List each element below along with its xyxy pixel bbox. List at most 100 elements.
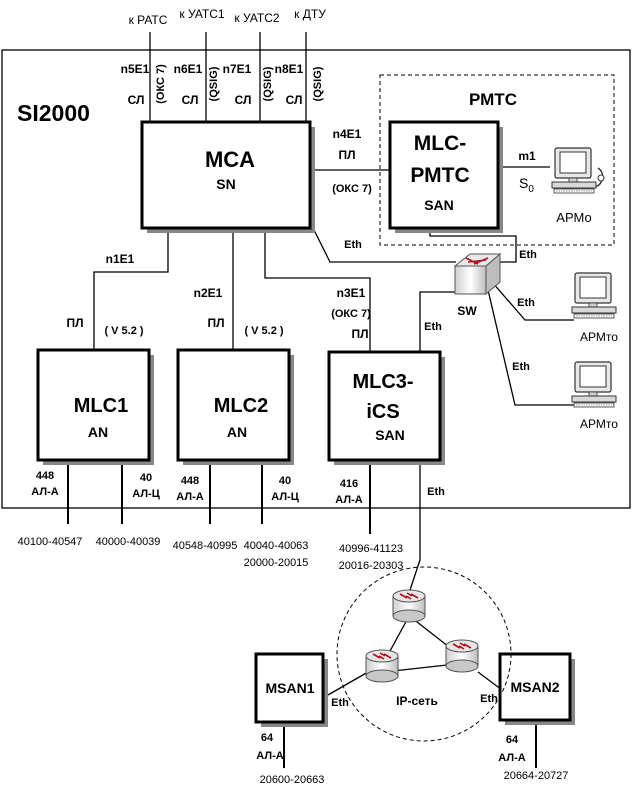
n4-channel: n4E1 xyxy=(333,127,362,141)
mlc2-channel: n2E1 xyxy=(194,286,223,300)
mlc1-sub1-count: 448 xyxy=(36,470,54,482)
msan1-name: MSAN1 xyxy=(265,680,314,696)
mlc-rmts-type: SAN xyxy=(424,197,454,213)
trunk-dest-dtu: к ДТУ xyxy=(294,7,326,21)
arm-terminal-2-computer-icon[interactable] xyxy=(571,361,617,408)
trunk-ch-n8: n8E1 xyxy=(275,62,304,76)
mlc2-protocol: ( V 5.2 ) xyxy=(244,325,283,337)
mlc1-sub1-type: АЛ-А xyxy=(31,486,58,498)
mlc1-sub2-count: 40 xyxy=(140,472,152,484)
trunk-dest-uats1: к УАТС1 xyxy=(179,7,224,21)
trunk-type-n7: СЛ xyxy=(235,93,252,107)
mlc3-signalling: (ОКС 7) xyxy=(331,308,371,320)
connection-lines xyxy=(67,32,574,768)
n4-type: ПЛ xyxy=(338,148,355,162)
msan2-range: 20664-20727 xyxy=(504,770,569,782)
s0-label: S0 xyxy=(519,175,534,195)
trunk-sig-n5: (ОКС 7) xyxy=(155,64,167,104)
system-title: SI2000 xyxy=(17,100,90,126)
mlc1-channel: n1E1 xyxy=(106,252,135,266)
mlc2-sub2-count: 40 xyxy=(279,475,291,487)
arm-terminal-1-computer-icon[interactable] xyxy=(571,272,617,319)
ip-network-label: IP-сеть xyxy=(396,694,438,708)
ip-network-cloud xyxy=(336,566,512,742)
mlc2-line-type: ПЛ xyxy=(207,316,224,330)
mlc1-block[interactable] xyxy=(36,348,151,462)
trunk-type-n8: СЛ xyxy=(286,93,303,107)
msan1-eth-label: Eth xyxy=(331,697,349,709)
n4-signalling: (ОКС 7) xyxy=(332,183,372,195)
msan2-name: MSAN2 xyxy=(510,679,559,695)
msan2-sub-count: 64 xyxy=(506,734,519,746)
mlc1-line-type: ПЛ xyxy=(66,316,83,330)
mlc1-type: AN xyxy=(88,424,108,440)
trunk-type-n5: СЛ xyxy=(128,93,145,107)
mlc-rmts-name-line2: РМТС xyxy=(410,164,469,187)
mlc3-sub-count: 416 xyxy=(340,478,358,490)
msan2-eth-label: Eth xyxy=(480,693,498,705)
mlc1-name: MLC1 xyxy=(74,395,128,417)
trunk-dest-rats: к РАТС xyxy=(129,13,168,27)
trunk-dest-uats2: к УАТС2 xyxy=(234,11,279,25)
mca-name: MCA xyxy=(205,147,255,172)
msan1-sub-type: АЛ-А xyxy=(256,750,283,762)
trunk-sig-n6: (QSIG) xyxy=(208,66,220,101)
trunk-ch-n5: n5E1 xyxy=(121,62,150,76)
mlc3-name-line1: MLC3- xyxy=(352,371,413,393)
msan1-sub-count: 64 xyxy=(261,732,274,744)
mlc3-channel: n3E1 xyxy=(337,286,366,300)
mlc2-range2-line1: 40040-40063 xyxy=(244,540,309,552)
trunk-sig-n7: (QSIG) xyxy=(262,66,274,101)
mlc2-sub1-type: АЛ-А xyxy=(176,491,203,503)
arm-operator-computer-icon[interactable] xyxy=(551,147,605,194)
switch-eth-arm2: Eth xyxy=(512,361,530,373)
trunk-ch-n7: n7E1 xyxy=(223,62,252,76)
router-top-icon[interactable] xyxy=(392,589,426,623)
mlc2-sub1-count: 448 xyxy=(181,475,199,487)
trunk-sig-n8: (QSIG) xyxy=(312,66,324,101)
mlc3-eth-label: Eth xyxy=(427,486,445,498)
si2000-frame xyxy=(1,49,631,509)
mlc-rmts-block[interactable] xyxy=(388,120,500,230)
trunk-ch-n6: n6E1 xyxy=(174,62,203,76)
router-right-icon[interactable] xyxy=(445,639,479,673)
mlc3-range-line2: 20016-20303 xyxy=(339,560,404,572)
mlc2-name: MLC2 xyxy=(214,395,268,417)
mlc2-type: AN xyxy=(227,424,247,440)
switch-label: SW xyxy=(457,304,477,318)
mlc1-range1: 40100-40547 xyxy=(18,536,83,548)
msan1-block[interactable] xyxy=(254,652,325,724)
router-left-icon[interactable] xyxy=(365,649,399,683)
mca-type: SN xyxy=(216,176,235,192)
mlc1-range2: 40000-40039 xyxy=(96,536,161,548)
mlc2-sub2-type: АЛ-Ц xyxy=(271,491,299,503)
arm-operator-label: АРМо xyxy=(556,210,591,225)
m1-label: m1 xyxy=(518,149,536,163)
mlc2-block[interactable] xyxy=(176,348,291,462)
mlc3-line-type: ПЛ xyxy=(351,327,368,341)
mlc3-range-line1: 40996-41123 xyxy=(339,543,403,555)
rmts-frame xyxy=(379,74,615,246)
mlc2-range1: 40548-40995 xyxy=(173,540,238,552)
mlc1-sub2-type: АЛ-Ц xyxy=(132,488,160,500)
msan2-sub-type: АЛ-А xyxy=(498,752,525,764)
mlc1-protocol: ( V 5.2 ) xyxy=(104,325,143,337)
arm-terminal-1-label: АРМто xyxy=(580,330,618,344)
mlc3-block[interactable] xyxy=(327,350,442,462)
mlc3-sub-type: АЛ-А xyxy=(335,494,362,506)
mca-eth-label: Eth xyxy=(344,239,362,251)
switch-icon[interactable] xyxy=(453,252,502,296)
rmts-eth-label: Eth xyxy=(519,249,537,261)
switch-eth-mlc3: Eth xyxy=(424,321,442,333)
trunk-type-n6: СЛ xyxy=(182,93,199,107)
switch-eth-arm1: Eth xyxy=(517,297,535,309)
msan1-range: 20600-20663 xyxy=(260,774,325,786)
mca-block[interactable] xyxy=(140,120,312,230)
rmts-frame-title: РМТС xyxy=(469,90,517,109)
mlc2-range2-line2: 20000-20015 xyxy=(244,557,309,569)
msan2-block[interactable] xyxy=(498,652,572,722)
arm-terminal-2-label: АРМто xyxy=(580,417,618,431)
mlc3-name-line2: iCS xyxy=(366,401,399,423)
mlc3-type: SAN xyxy=(375,427,405,443)
